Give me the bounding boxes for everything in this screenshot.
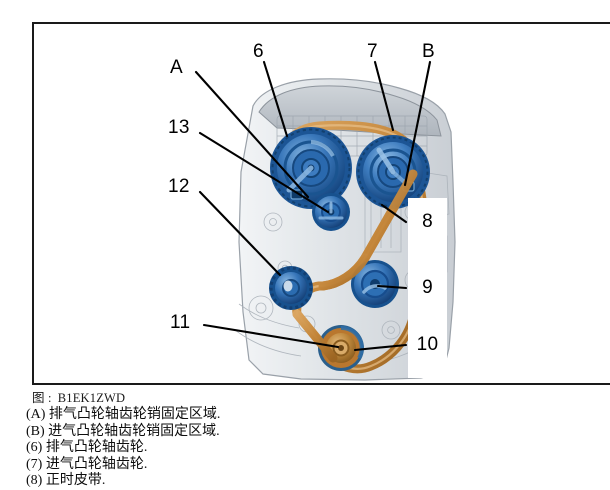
legend-line-6: (6) 排气凸轮轴齿轮.: [26, 440, 148, 455]
callout-label-9: 9: [422, 277, 433, 298]
figure-id-prefix: 图 :: [32, 391, 52, 405]
legend-line-b: (B) 进气凸轮轴齿轮销固定区域.: [26, 423, 220, 439]
callout-label-b: B: [422, 41, 435, 62]
figure-id-code: B1EK1ZWD: [57, 391, 126, 405]
callout-label-11: 11: [170, 312, 191, 333]
callout-label-13: 13: [168, 117, 190, 138]
legend-line-a: (A) 排气凸轮轴齿轮销固定区域.: [26, 407, 221, 422]
callout-label-12: 12: [168, 176, 190, 197]
exhaust-cam-pin-zone: [290, 189, 304, 200]
pulley-9: [351, 260, 399, 308]
idler-gear-12: [269, 266, 313, 310]
figure-id-line: 图 : B1EK1ZWD: [26, 389, 586, 407]
callout-label-6: 6: [253, 41, 264, 62]
callout-label-panel: 8 9 10: [408, 198, 447, 378]
idler-pulley-13: [312, 193, 350, 231]
legend-line-8: (8) 正时皮带.: [26, 473, 106, 488]
legend-line-7: (7) 进气凸轮轴齿轮.: [26, 456, 148, 472]
callout-label-a: A: [170, 57, 183, 78]
callout-label-7: 7: [367, 41, 378, 62]
callout-label-10: 10: [416, 334, 439, 355]
callout-label-8: 8: [422, 211, 433, 232]
figure-caption: 图 : B1EK1ZWD (A) 排气凸轮轴齿轮销固定区域. (B) 进气凸轮轴齿…: [26, 389, 586, 490]
